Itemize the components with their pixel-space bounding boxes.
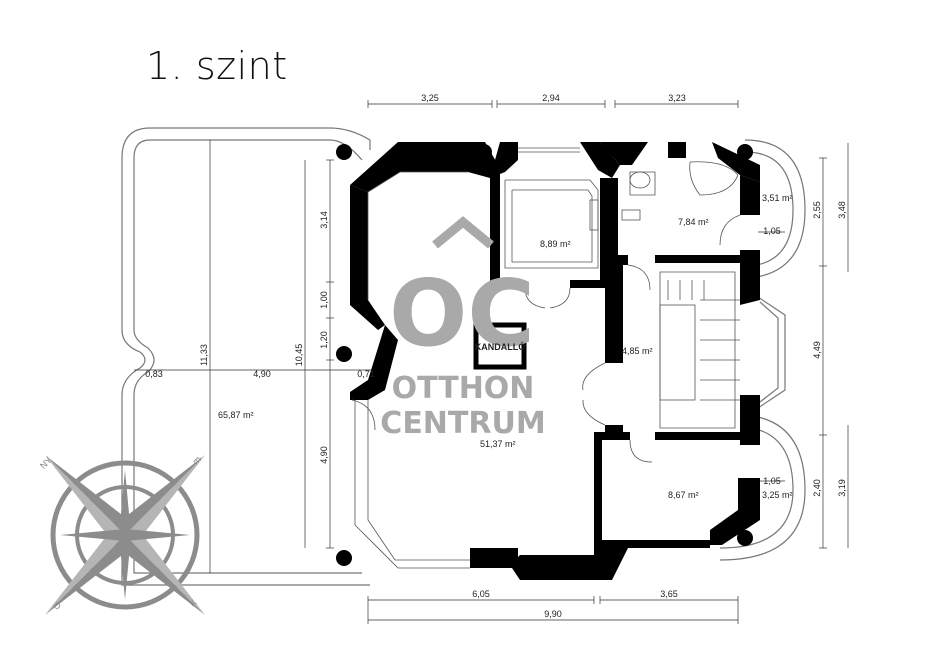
bay-outline [719,139,806,561]
walls [350,142,760,580]
dim-left-inner-2: 1,00 [319,291,329,309]
compass-arrow-ny [45,455,135,535]
dim-left-inner-4: 4,90 [319,446,329,464]
room-area-terrace: 65,87 m² [218,410,254,420]
watermark-line2: CENTRUM [380,406,545,441]
dim-bottom-1: 6,05 [472,589,490,599]
dim-right-inner-2: 4,49 [812,341,822,359]
dim-right-inner-1: 2,55 [812,201,822,219]
dimension-labels: 3,25 2,94 3,23 6,05 3,65 9,90 0,83 4,90 … [145,93,847,619]
room-area-kitchen: 8,89 m² [540,239,571,249]
compass-arrow-ny-shade [45,455,125,545]
watermark-roof-icon [432,216,494,249]
compass-arrow-d [45,535,135,615]
room-area-room-lower: 8,67 m² [668,490,699,500]
compass-arrow-e-shade [125,455,205,545]
compass-arrow-d-shade [45,525,125,615]
fireplace-label: KANDALLÓ [475,341,526,352]
compass-ring [50,460,200,610]
dim-left-outer: 11,33 [199,344,209,366]
compass-center [117,527,133,543]
room-area-hall: 4,85 m² [622,346,653,356]
room-area-bay-lower: 3,25 m² [762,490,793,500]
dim-left-inner-1: 3,14 [319,211,329,229]
dim-bottom-2: 3,65 [660,589,678,599]
dim-row-1: 0,83 [145,369,163,379]
dimension-lines [134,100,849,624]
dim-left-inner-3: 1,20 [319,331,329,349]
level-title: 1. szint [146,44,288,88]
dim-right-inner-3: 2,40 [812,479,822,497]
dim-bottom-total: 9,90 [544,609,562,619]
compass-rose: NY É D K [38,455,205,615]
watermark: OC OTTHON CENTRUM [380,216,546,441]
dim-row-3: 0,71 [357,369,375,379]
dim-top-2: 2,94 [542,93,560,103]
dim-row-2: 4,90 [253,369,271,379]
dim-right-outer-2: 3,19 [837,479,847,497]
compass-label-e: É [191,455,202,466]
compass-label-ny: NY [38,455,54,471]
dim-top-3: 3,23 [668,93,686,103]
compass-arrow-e [115,455,205,535]
interior-fixtures [351,147,741,569]
compass-arrow-k [115,535,205,615]
dim-right-outer-1: 3,48 [837,201,847,219]
watermark-line1: OTTHON [392,371,535,406]
compass-arrow-k-shade [125,525,205,615]
dim-door-upper: 1,05 [763,226,781,236]
watermark-logo: OC [389,260,535,367]
columns [336,144,753,566]
terrace-outline [121,127,371,586]
room-area-bathroom: 7,84 m² [678,217,709,227]
room-area-living: 51,37 m² [480,439,516,449]
dim-left-mid: 10,45 [294,344,304,367]
dim-door-lower: 1,05 [763,476,781,486]
compass-label-d: D [51,600,63,612]
compass-label-k: K [187,597,198,608]
dim-top-1: 3,25 [421,93,439,103]
room-area-bay-upper: 3,51 m² [762,193,793,203]
